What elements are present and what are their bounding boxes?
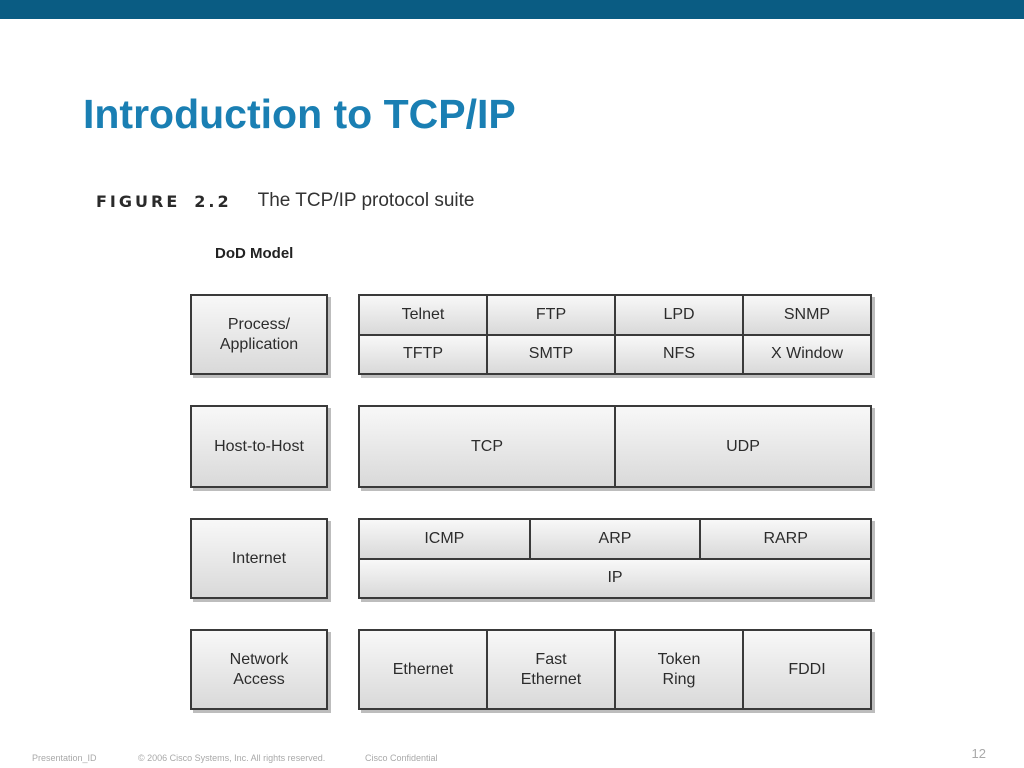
protocol-row: IP: [360, 559, 870, 597]
layer-label: Internet: [231, 549, 287, 567]
figure-caption: FIGURE 2.2 The TCP/IP protocol suite: [96, 189, 474, 213]
protocol-grid-internet: ICMP ARP RARP IP: [358, 518, 872, 599]
protocol-rarp: RARP: [701, 520, 871, 558]
protocol-smtp: SMTP: [488, 335, 614, 373]
footer-confidential: Cisco Confidential: [365, 753, 438, 763]
protocol-row: TCP UDP: [360, 407, 870, 486]
protocol-snmp: SNMP: [744, 296, 870, 334]
layer-network-access: Network Access: [190, 629, 328, 710]
protocol-ip: IP: [360, 559, 870, 597]
protocol-ethernet: Ethernet: [360, 631, 486, 708]
layer-host-to-host: Host-to-Host: [190, 405, 328, 488]
dod-model-label: DoD Model: [215, 245, 294, 262]
layer-process-application: Process/ Application: [190, 294, 328, 375]
protocol-row: Telnet FTP LPD SNMP: [360, 296, 870, 334]
protocol-x-window: X Window: [744, 335, 870, 373]
figure-caption-text: The TCP/IP protocol suite: [257, 190, 475, 211]
layer-internet: Internet: [190, 518, 328, 599]
protocol-tftp: TFTP: [360, 335, 486, 373]
protocol-row: Ethernet Fast Ethernet Token Ring FDDI: [360, 631, 870, 708]
protocol-grid-transport: TCP UDP: [358, 405, 872, 488]
footer-presentation-id: Presentation_ID: [32, 753, 97, 763]
protocol-grid-application: Telnet FTP LPD SNMP TFTP SMTP NFS X Wind…: [358, 294, 872, 375]
protocol-ftp: FTP: [488, 296, 614, 334]
layer-label: Process/ Application: [219, 315, 299, 353]
top-bar: [0, 0, 1024, 19]
protocol-token-ring: Token Ring: [616, 631, 742, 708]
footer-copyright: © 2006 Cisco Systems, Inc. All rights re…: [138, 753, 326, 763]
protocol-icmp: ICMP: [360, 520, 529, 558]
protocol-lpd: LPD: [616, 296, 742, 334]
protocol-fddi: FDDI: [744, 631, 870, 708]
layer-label: Host-to-Host: [214, 437, 304, 455]
protocol-nfs: NFS: [616, 335, 742, 373]
protocol-fast-ethernet: Fast Ethernet: [488, 631, 614, 708]
protocol-row: TFTP SMTP NFS X Window: [360, 335, 870, 373]
protocol-arp: ARP: [530, 520, 700, 558]
protocol-row: ICMP ARP RARP: [360, 520, 871, 558]
layer-label: Network Access: [229, 650, 289, 688]
protocol-telnet: Telnet: [360, 296, 486, 334]
page-number: 12: [971, 746, 986, 761]
protocol-tcp: TCP: [360, 407, 614, 486]
slide-title: Introduction to TCP/IP: [83, 91, 516, 137]
protocol-udp: UDP: [616, 407, 870, 486]
protocol-grid-network-access: Ethernet Fast Ethernet Token Ring FDDI: [358, 629, 872, 710]
figure-number: 2.2: [194, 191, 232, 211]
figure-label: FIGURE: [96, 191, 181, 211]
